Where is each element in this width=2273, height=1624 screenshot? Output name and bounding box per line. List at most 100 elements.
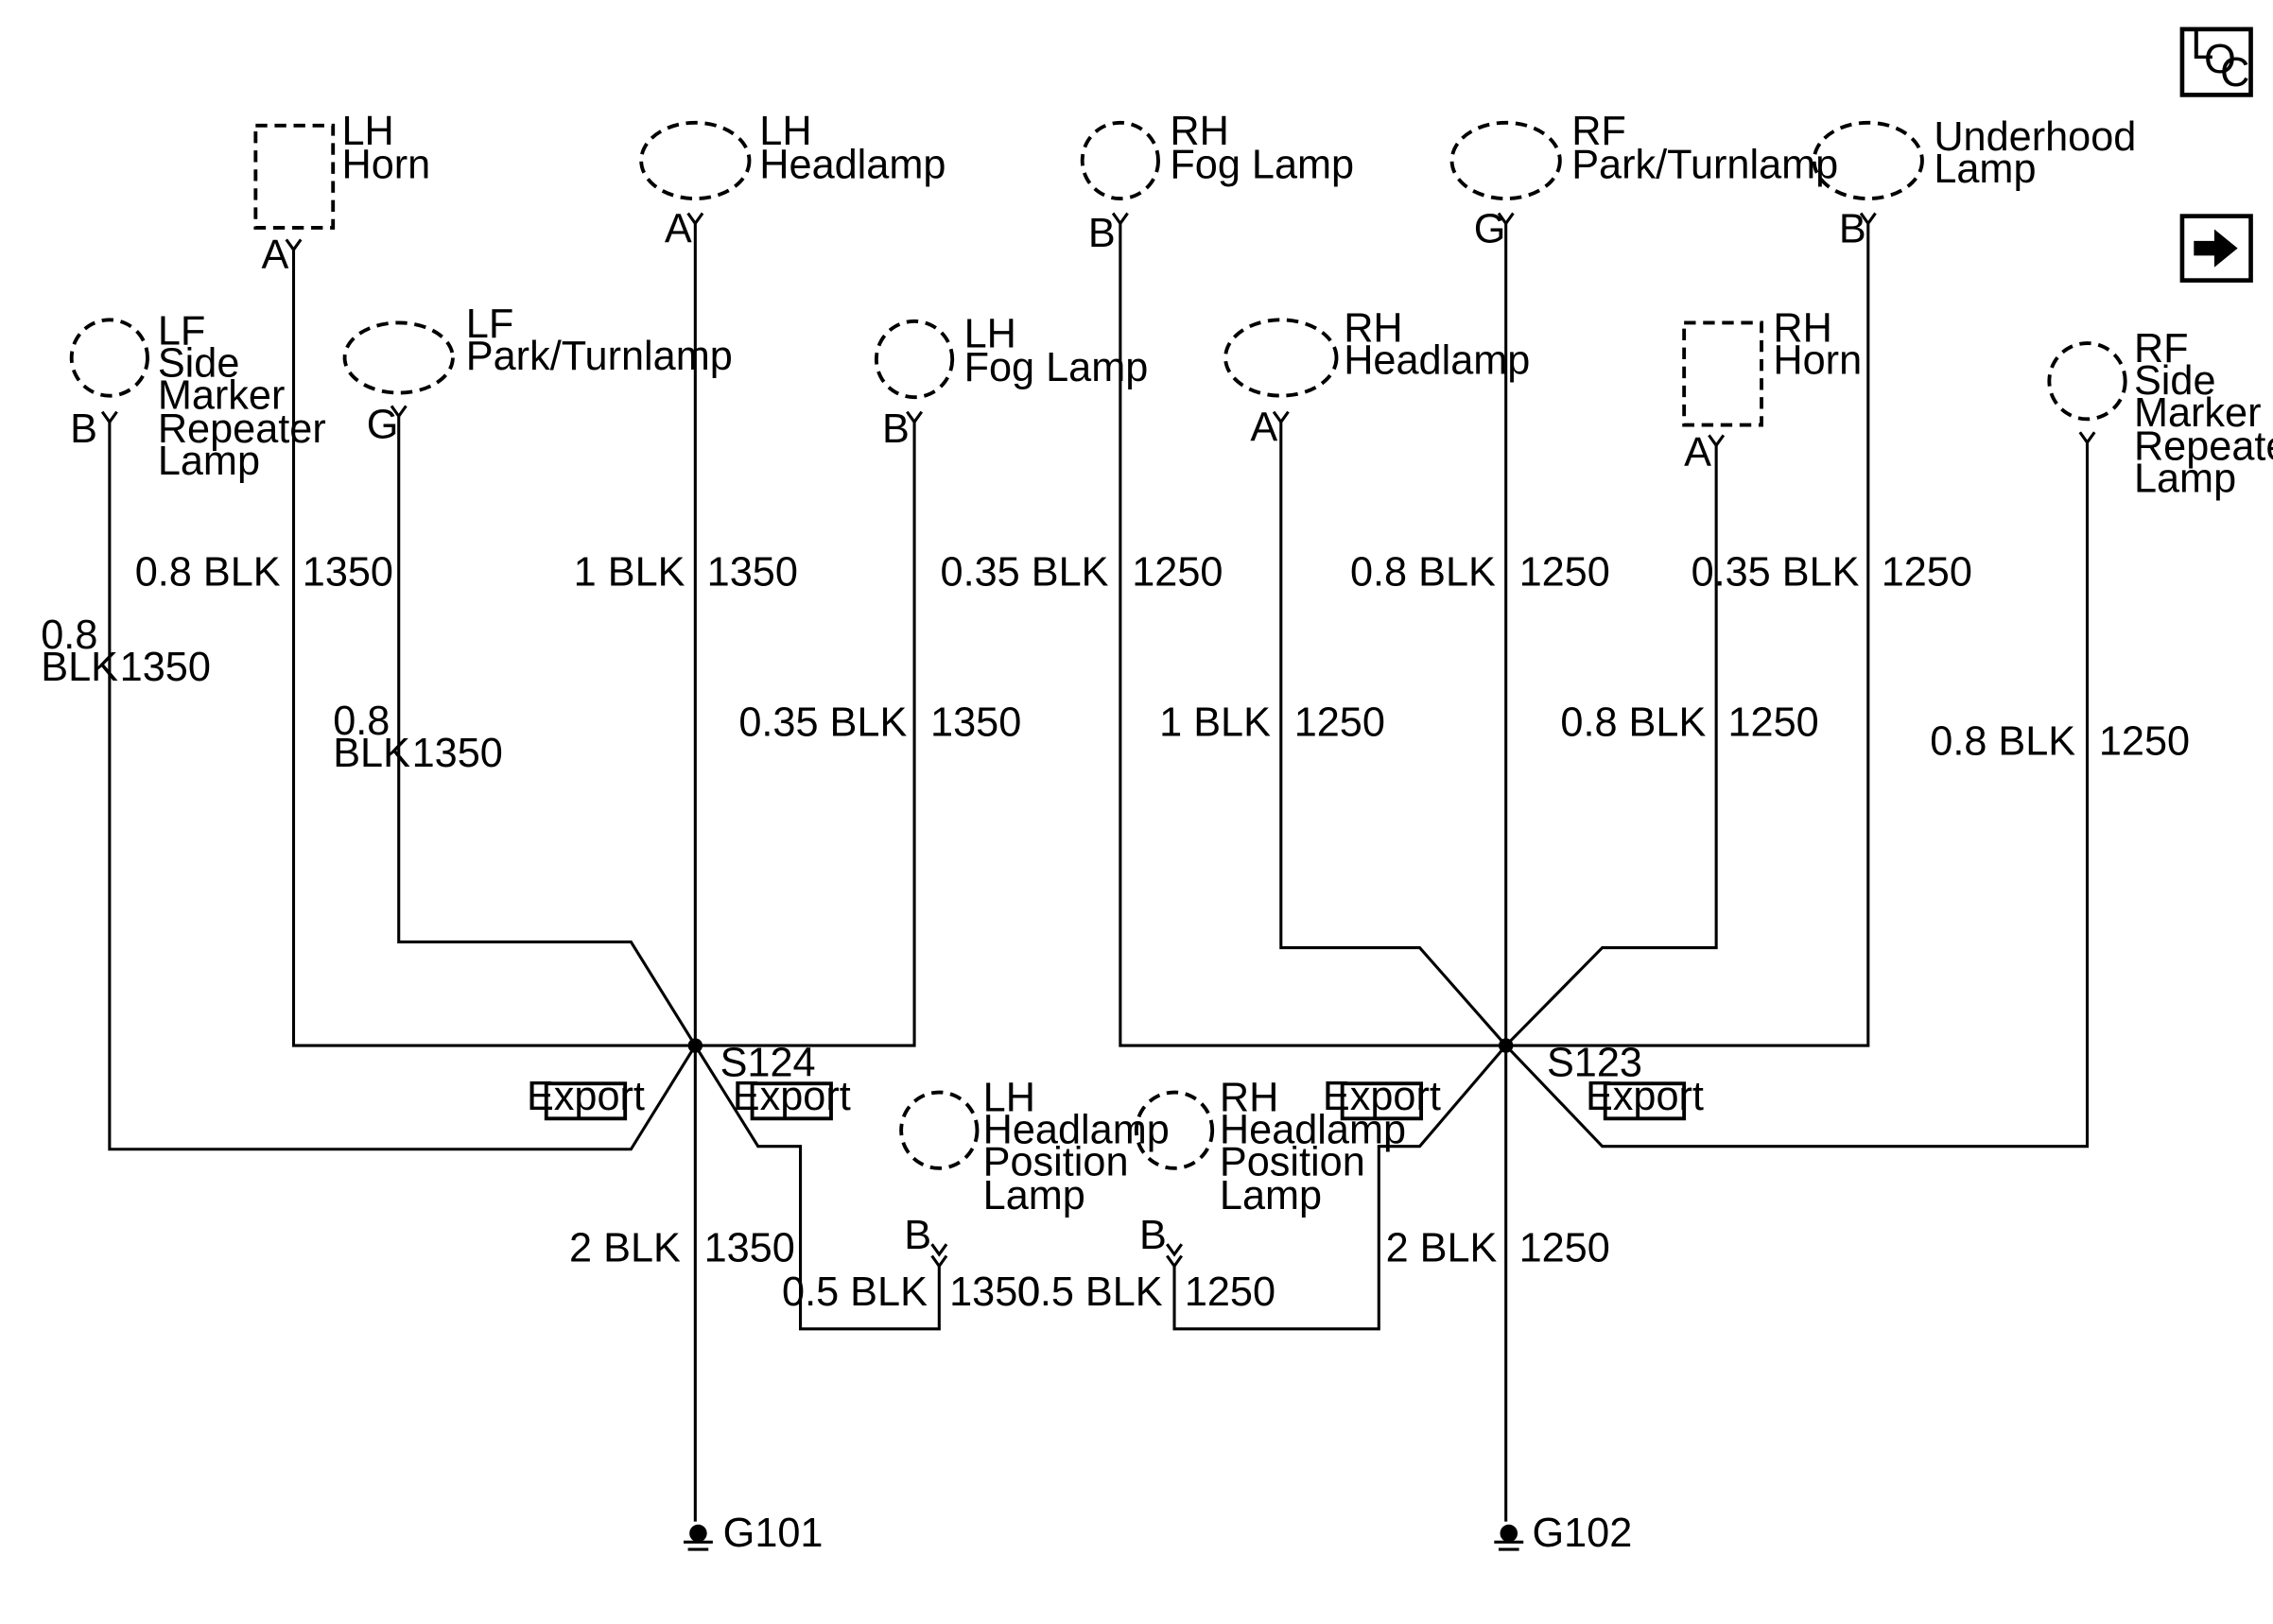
- wire-lf-side-size-1: 0.8: [41, 613, 97, 658]
- lh-position-lamp-symbol: [899, 1090, 980, 1170]
- arrow-right-icon: [2194, 229, 2238, 268]
- wire-rh-pos-circuit: 1250: [1185, 1270, 1275, 1315]
- export-button-2[interactable]: Export: [733, 1074, 851, 1121]
- rf-side-marker-symbol: [2047, 341, 2127, 422]
- lf-side-label-3: Marker: [158, 373, 286, 419]
- rh-fog-label-2: Fog Lamp: [1170, 142, 1354, 187]
- rf-side-label-4: Repeater: [2134, 424, 2273, 470]
- rf-park-label-1: RF: [1571, 109, 1626, 154]
- lf-park-label-2: Park/Turnlamp: [466, 334, 733, 379]
- wire-lf-park-size-1: 0.8: [333, 699, 390, 744]
- splice-s123-dot: [1498, 1038, 1514, 1053]
- wire-rf-side: [1504, 442, 2090, 1149]
- wire-lh-position: [694, 1045, 941, 1331]
- lh-pos-label-1: LH: [983, 1076, 1035, 1121]
- wire-rh-fog-circuit: 1250: [1132, 549, 1223, 595]
- wire-lf-park-circuit: 1350: [412, 731, 503, 776]
- lh-headlamp-label-2: Headlamp: [759, 142, 946, 187]
- svg-text:Export: Export: [1323, 1074, 1441, 1119]
- rh-pos-label-2: Headlamp: [1220, 1108, 1406, 1153]
- lh-fog-lamp-symbol: [874, 319, 955, 400]
- rh-horn-symbol: [1682, 320, 1763, 427]
- wire-lh-pos-circuit: 1350: [949, 1270, 1040, 1315]
- rh-headlamp-symbol: [1223, 318, 1339, 398]
- rf-park-pin: G: [1474, 206, 1506, 251]
- rf-side-label-1: RF: [2134, 326, 2189, 371]
- underhood-lamp-symbol: [1812, 120, 1924, 201]
- export-button-1[interactable]: Export: [527, 1074, 645, 1121]
- rh-position-lamp-symbol: [1134, 1090, 1215, 1170]
- wire-lf-side-circuit: 1350: [120, 645, 211, 690]
- lh-headlamp-symbol: [639, 120, 752, 201]
- wire-lh-horn: [291, 250, 696, 1047]
- wire-underhood-size: 0.35 BLK: [1692, 549, 1860, 595]
- rh-headlamp-label-1: RH: [1344, 305, 1402, 351]
- splice-s124-label: S124: [720, 1041, 816, 1086]
- rf-side-label-5: Lamp: [2134, 457, 2236, 502]
- loc-letter-l: L: [2191, 23, 2213, 68]
- lh-pos-label-3: Position: [983, 1140, 1129, 1185]
- export-button-4[interactable]: Export: [1586, 1074, 1704, 1121]
- next-page-arrow-button[interactable]: [2179, 214, 2253, 283]
- lf-side-label-1: LF: [158, 309, 205, 354]
- lh-horn-symbol: [253, 123, 336, 230]
- wire-underhood-circuit: 1250: [1882, 549, 1972, 595]
- rf-park-turnlamp-symbol: [1449, 120, 1562, 201]
- rh-headlamp-pin: A: [1250, 406, 1277, 451]
- wire-underhood: [1505, 223, 1870, 1047]
- lh-pos-label-4: Lamp: [983, 1173, 1085, 1218]
- rf-side-label-3: Marker: [2134, 390, 2262, 436]
- lf-side-label-2: Side: [158, 341, 240, 387]
- rf-park-label-2: Park/Turnlamp: [1571, 142, 1838, 187]
- wire-g102-circuit: 1250: [1519, 1226, 1610, 1271]
- wire-lh-fog-circuit: 1350: [930, 700, 1021, 746]
- lf-side-label-4: Repeater: [158, 406, 326, 452]
- rh-pos-label-3: Position: [1220, 1140, 1365, 1185]
- ground-g101-label: G101: [723, 1511, 824, 1556]
- loc-letter-o: O: [2204, 37, 2236, 82]
- wire-lh-horn-size: 0.8 BLK: [135, 549, 281, 595]
- wire-rh-headlamp-circuit: 1250: [1294, 700, 1385, 746]
- wire-lf-park: [397, 416, 697, 1046]
- rh-fog-label-1: RH: [1170, 109, 1228, 154]
- underhood-label-2: Lamp: [1934, 147, 2036, 192]
- lf-side-marker-symbol: [69, 318, 149, 398]
- wire-rh-headlamp: [1279, 422, 1507, 1047]
- wire-rh-horn-circuit: 1250: [1727, 700, 1818, 746]
- ground-g101-icon: [683, 1524, 713, 1551]
- lh-fog-label-1: LH: [964, 312, 1016, 357]
- lf-side-pin: B: [70, 406, 97, 452]
- lh-fog-pin: B: [882, 406, 910, 452]
- wire-lh-headlamp-circuit: 1350: [707, 549, 798, 595]
- wire-g101-size: 2 BLK: [569, 1226, 681, 1271]
- lh-horn-pin: A: [262, 233, 289, 278]
- export-button-3[interactable]: Export: [1323, 1074, 1441, 1121]
- wire-rh-position: [1172, 1045, 1507, 1331]
- lh-headlamp-pin: A: [665, 206, 692, 251]
- wire-lf-park-size-2: BLK: [333, 731, 410, 776]
- rh-fog-pin: B: [1088, 211, 1116, 256]
- splice-s124-dot: [687, 1038, 703, 1053]
- rh-pos-label-1: RH: [1220, 1076, 1278, 1121]
- svg-text:Export: Export: [733, 1074, 851, 1119]
- wire-lh-pos-size: 0.5 BLK: [782, 1270, 928, 1315]
- lf-park-turnlamp-symbol: [342, 320, 455, 395]
- wire-rf-side-size: 0.8 BLK: [1930, 719, 2075, 765]
- rh-horn-pin: A: [1684, 430, 1711, 475]
- wire-rh-fog: [1119, 223, 1506, 1047]
- location-view-button[interactable]: L O C: [2179, 23, 2253, 97]
- wire-rh-headlamp-size: 1 BLK: [1159, 700, 1271, 746]
- rh-horn-label-1: RH: [1773, 305, 1831, 351]
- wire-lh-fog: [695, 422, 916, 1047]
- splice-s123-label: S123: [1547, 1041, 1642, 1086]
- wire-lh-fog-size: 0.35 BLK: [738, 700, 907, 746]
- lh-pos-label-2: Headlamp: [983, 1108, 1170, 1153]
- loc-letter-c: C: [2220, 50, 2249, 95]
- wire-lh-horn-circuit: 1350: [303, 549, 393, 595]
- lh-fog-label-2: Fog Lamp: [964, 345, 1149, 390]
- rh-headlamp-label-2: Headlamp: [1344, 337, 1530, 383]
- wire-rh-horn-size: 0.8 BLK: [1560, 700, 1706, 746]
- rf-side-label-2: Side: [2134, 358, 2216, 404]
- wire-lf-side-size-2: BLK: [41, 645, 118, 690]
